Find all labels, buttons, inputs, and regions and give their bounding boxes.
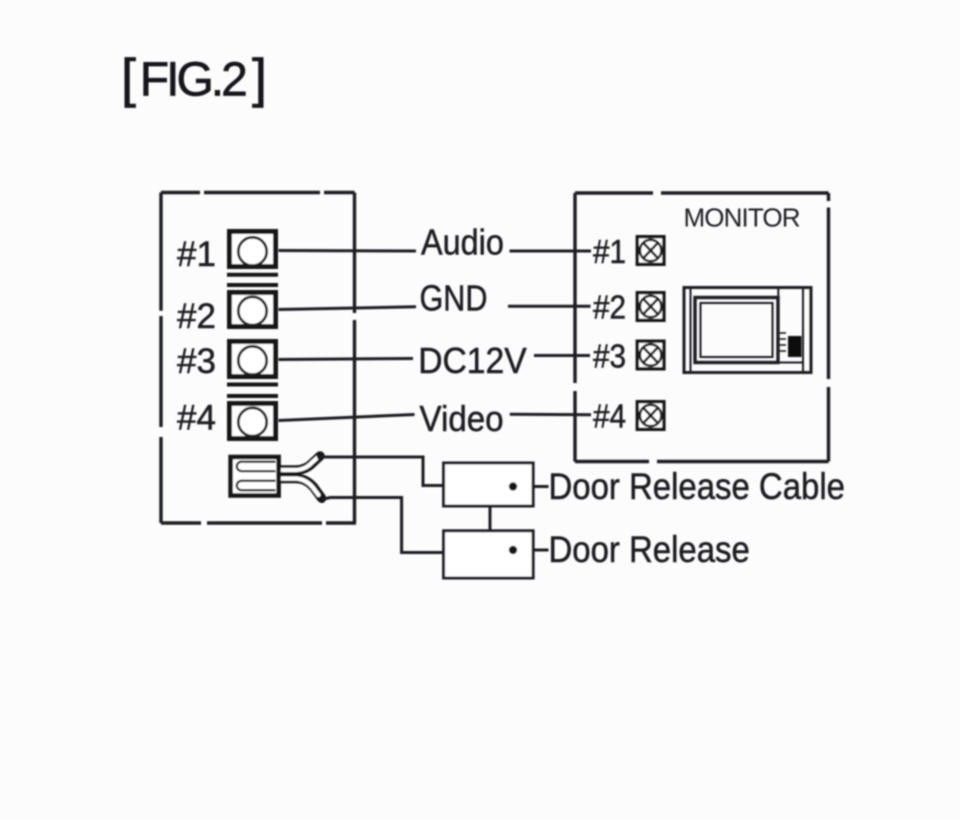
svg-text:#2: #2 bbox=[593, 289, 626, 326]
svg-text:#4: #4 bbox=[177, 399, 216, 438]
svg-text:FIG.2: FIG.2 bbox=[140, 53, 248, 106]
svg-text:#2: #2 bbox=[177, 297, 216, 336]
svg-text:MONITOR: MONITOR bbox=[684, 203, 801, 233]
svg-text:DC12V: DC12V bbox=[418, 341, 527, 381]
svg-text:Door Release Cable: Door Release Cable bbox=[549, 466, 845, 507]
svg-text:GND: GND bbox=[420, 279, 488, 319]
svg-text:Door Release: Door Release bbox=[549, 529, 750, 570]
svg-text:#3: #3 bbox=[177, 342, 216, 381]
svg-text:Video: Video bbox=[420, 400, 504, 440]
svg-text:#4: #4 bbox=[593, 398, 626, 435]
svg-text:[: [ bbox=[121, 49, 136, 109]
svg-text:#3: #3 bbox=[593, 338, 626, 375]
svg-text:#1: #1 bbox=[177, 235, 216, 274]
svg-text:]: ] bbox=[252, 49, 267, 109]
svg-text:#1: #1 bbox=[593, 234, 626, 271]
svg-text:Audio: Audio bbox=[421, 223, 504, 263]
